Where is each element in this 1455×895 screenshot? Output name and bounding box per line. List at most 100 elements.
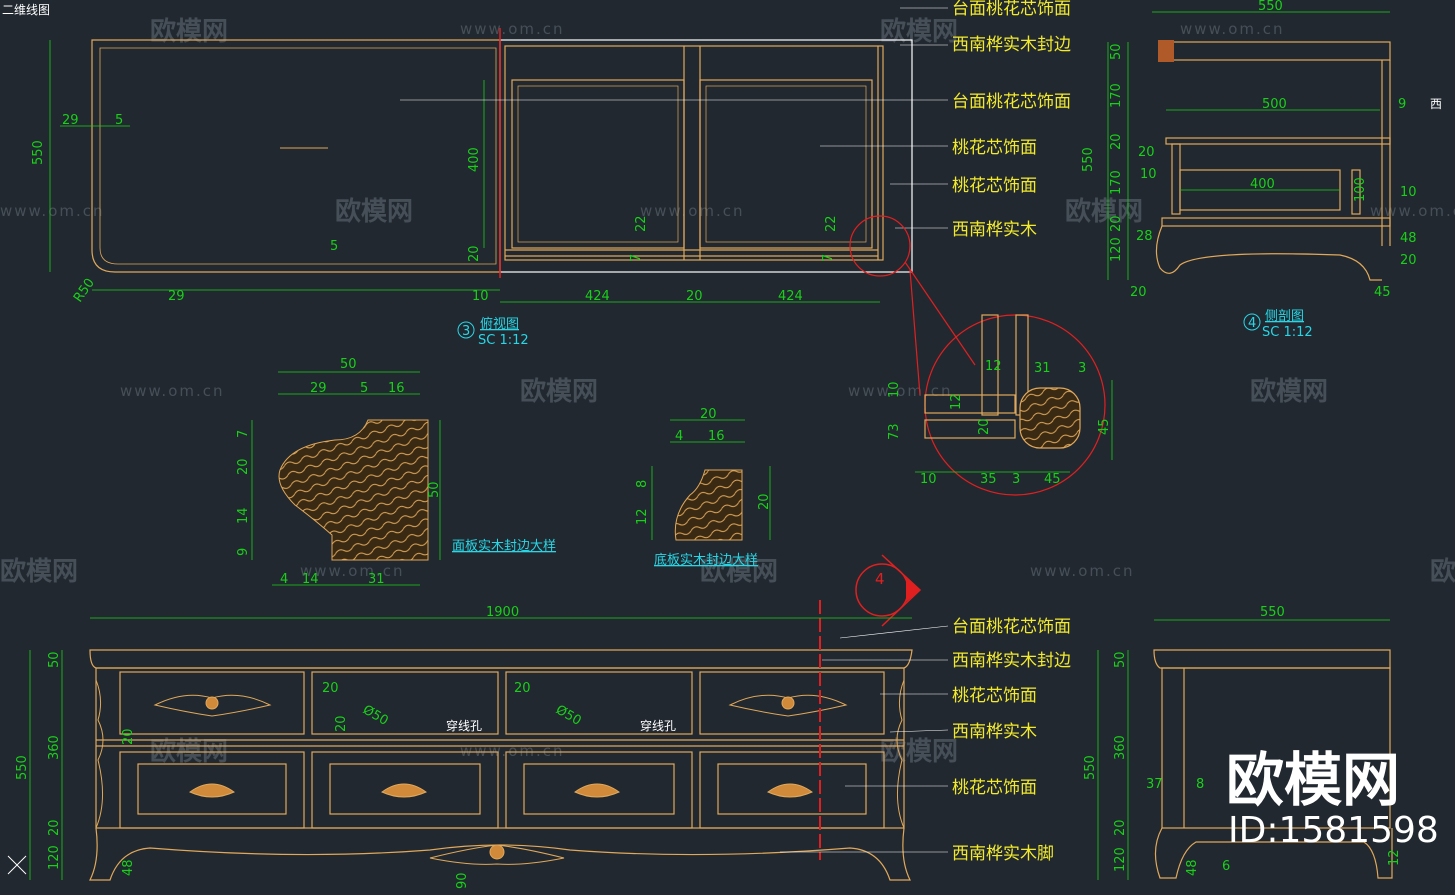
dim-120: 120 xyxy=(1113,847,1128,872)
watermark-brand: 欧模网 xyxy=(880,16,958,47)
dim-20: 20 xyxy=(1138,145,1155,160)
dim-14: 14 xyxy=(236,507,251,524)
side-section xyxy=(1155,40,1391,281)
dim-9: 9 xyxy=(1398,97,1406,112)
callout-label: 西南桦实木 xyxy=(952,220,1037,240)
dim-50: 50 xyxy=(427,481,442,498)
dim-r50: R50 xyxy=(71,276,98,306)
drawing-title: 二维线图 xyxy=(2,3,50,17)
dim-12: 12 xyxy=(985,359,1002,374)
watermark-brand: 欧模网 xyxy=(0,556,78,587)
dim-10: 10 xyxy=(887,381,902,398)
dim-20: 20 xyxy=(1400,253,1417,268)
dim-50: 50 xyxy=(1109,43,1124,60)
dim-5: 5 xyxy=(360,381,368,396)
dim-37: 37 xyxy=(1146,777,1163,792)
dim-45: 45 xyxy=(1044,472,1061,487)
dim-170: 170 xyxy=(1109,83,1124,108)
section-marker: 4 xyxy=(855,554,922,627)
dim-29: 29 xyxy=(62,113,79,128)
watermark-brand: 欧模网 xyxy=(700,556,778,587)
dim-16: 16 xyxy=(388,381,405,396)
dim-31: 31 xyxy=(368,572,385,587)
callout-label: 台面桃花芯饰面 xyxy=(952,92,1071,112)
site-logo: 欧模网 ID:1581598 xyxy=(1226,746,1439,851)
dim-400: 400 xyxy=(1250,177,1275,192)
dim-20: 20 xyxy=(977,418,992,435)
dim-22: 22 xyxy=(634,215,649,232)
logo-brand: 欧模网 xyxy=(1226,746,1400,814)
dim-20: 20 xyxy=(1109,133,1124,150)
dim-28: 28 xyxy=(1136,229,1153,244)
dim-7: 7 xyxy=(629,254,644,262)
watermark-brand: 欧模网 xyxy=(1430,556,1455,587)
dim-10: 10 xyxy=(472,289,489,304)
dim-20: 20 xyxy=(47,819,62,836)
callouts-front: 台面桃花芯饰面 西南桦实木封边 桃花芯饰面 西南桦实木 桃花芯饰面 西南桦实木脚 xyxy=(780,617,1071,864)
panel-detail-title: 面板实木封边大样 xyxy=(452,539,556,554)
watermark-url: www.om.cn xyxy=(460,742,565,760)
dim-20: 20 xyxy=(514,681,531,696)
dim-3: 3 xyxy=(1012,472,1020,487)
dim-424: 424 xyxy=(778,289,803,304)
dim-12: 12 xyxy=(949,393,964,410)
watermark-url: www.om.cn xyxy=(300,562,405,580)
top-view-scale: SC 1:12 xyxy=(478,333,529,348)
dim-29: 29 xyxy=(168,289,185,304)
hole-label: 穿线孔 xyxy=(640,718,676,733)
side-view-scale: SC 1:12 xyxy=(1262,325,1313,340)
dim-48: 48 xyxy=(1185,859,1200,876)
view-num: 3 xyxy=(462,324,470,339)
bottom-edge-detail: 20 4 16 8 12 20 底板实木封边大样 xyxy=(635,407,772,568)
watermark-url: www.om.cn xyxy=(1370,202,1455,220)
dim-12: 12 xyxy=(1387,849,1402,866)
dim-50: 50 xyxy=(340,357,357,372)
dim-20: 20 xyxy=(700,407,717,422)
label-fragment: 西 xyxy=(1430,97,1442,111)
dim-5: 5 xyxy=(330,239,338,254)
side-view-label: 4 侧剖图 SC 1:12 xyxy=(1243,309,1313,340)
dim-3: 3 xyxy=(1078,361,1086,376)
dim-550: 550 xyxy=(1258,0,1283,14)
hole-label: 穿线孔 xyxy=(446,718,482,733)
dim-10: 10 xyxy=(1400,185,1417,200)
dim-20: 20 xyxy=(1113,819,1128,836)
top-view-dims xyxy=(49,40,880,303)
top-view xyxy=(91,39,913,273)
detail-callout xyxy=(849,215,1106,496)
logo-id: ID:1581598 xyxy=(1228,810,1439,851)
watermark-url: www.om.cn xyxy=(1030,562,1135,580)
view-num: 4 xyxy=(1248,316,1256,331)
dim-7: 7 xyxy=(821,254,836,262)
dim-100: 100 xyxy=(1353,177,1368,202)
callout-label: 桃花芯饰面 xyxy=(952,138,1037,158)
callout-label: 台面桃花芯饰面 xyxy=(952,0,1071,19)
dim-50: 50 xyxy=(47,651,62,668)
dim-45: 45 xyxy=(1097,418,1112,435)
dim-20: 20 xyxy=(686,289,703,304)
dim-35: 35 xyxy=(980,472,997,487)
callout-label: 西南桦实木封边 xyxy=(952,35,1071,55)
dim-12: 12 xyxy=(635,508,650,525)
callout-label: 桃花芯饰面 xyxy=(952,176,1037,196)
dim-20: 20 xyxy=(467,245,482,262)
dim-7: 7 xyxy=(236,430,251,438)
dim-1900: 1900 xyxy=(486,605,519,620)
dim-20: 20 xyxy=(236,458,251,475)
dim-550: 550 xyxy=(31,140,46,165)
watermark-url: www.om.cn xyxy=(120,382,225,400)
dim-550: 550 xyxy=(15,755,30,780)
section-number: 4 xyxy=(875,570,885,588)
dim-22: 22 xyxy=(824,215,839,232)
dim-550: 550 xyxy=(1260,605,1285,620)
callout-label: 桃花芯饰面 xyxy=(952,686,1037,706)
watermark-brand: 欧模网 xyxy=(1250,376,1328,407)
dim-424: 424 xyxy=(585,289,610,304)
dim-120: 120 xyxy=(1109,237,1124,262)
watermark-url: www.om.cn xyxy=(1180,20,1285,38)
dim-5: 5 xyxy=(115,113,123,128)
dim-14: 14 xyxy=(302,572,319,587)
dim-48: 48 xyxy=(121,859,136,876)
side-dims xyxy=(1107,11,1390,280)
callouts-top: 台面桃花芯饰面 西南桦实木封边 台面桃花芯饰面 桃花芯饰面 桃花芯饰面 西南桦实… xyxy=(400,0,1071,240)
